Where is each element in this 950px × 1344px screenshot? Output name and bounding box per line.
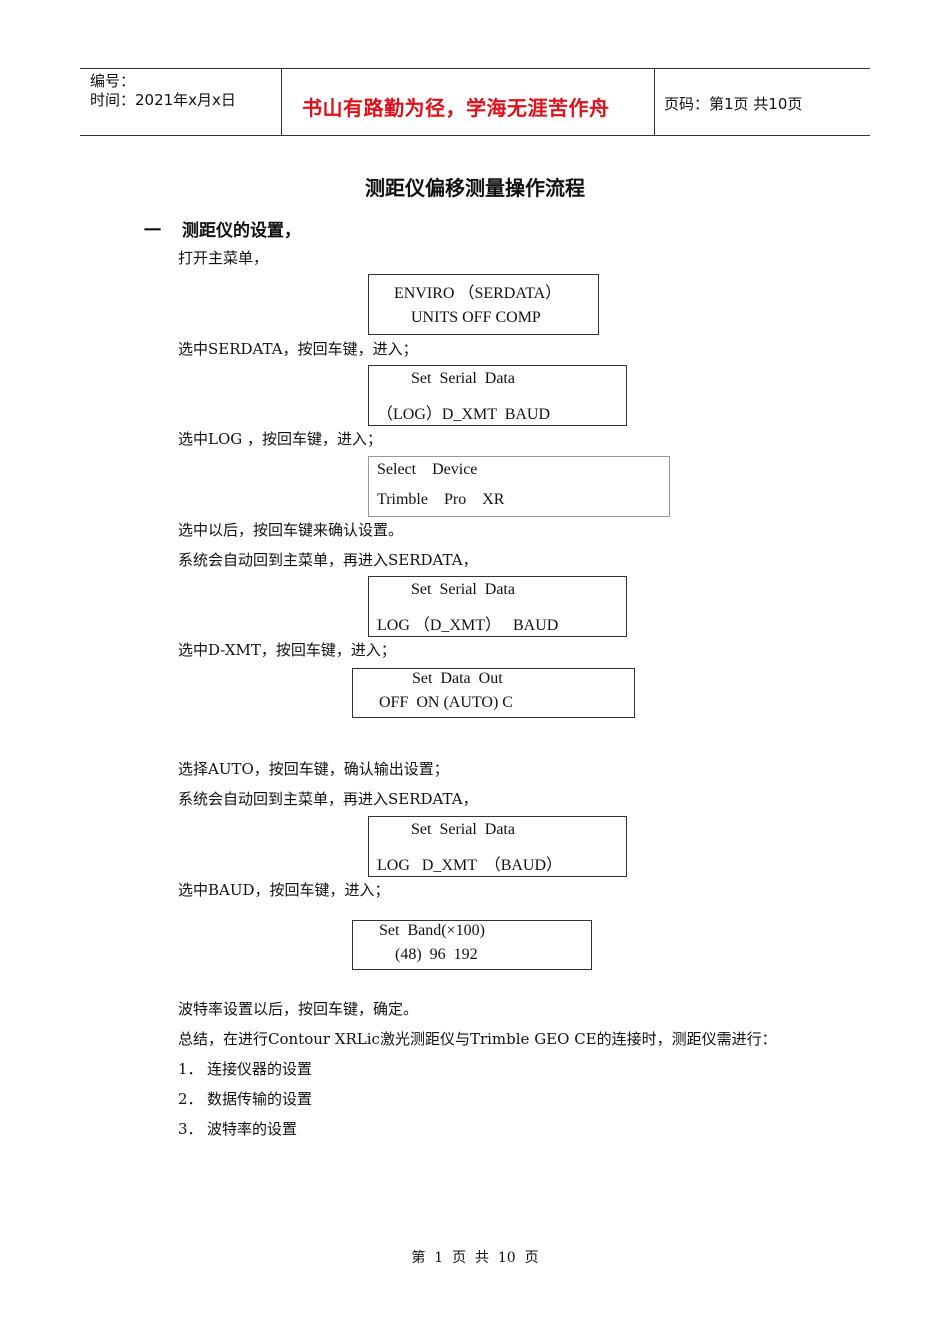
list-item: 波特率的设置	[207, 1120, 298, 1138]
header-top-rule	[80, 68, 870, 69]
display-line: Trimble Pro XR	[377, 491, 505, 508]
header-number-label: 编号：	[90, 72, 136, 90]
display-line: LOG D_XMT （BAUD）	[377, 857, 563, 874]
page-title: 测距仪偏移测量操作流程	[365, 176, 585, 200]
display-box-serial-data-baud: Set Serial Data LOG D_XMT （BAUD）	[368, 816, 627, 877]
list-item: 数据传输的设置	[207, 1090, 313, 1108]
section-heading: 测距仪的设置，	[182, 221, 301, 241]
display-line: Set Data Out	[412, 670, 503, 687]
header-page-label: 页码：第1页 共10页	[664, 95, 803, 113]
header-motto: 书山有路勤为径，学海无涯苦作舟	[302, 96, 610, 120]
display-line: Set Band(×100)	[379, 922, 485, 939]
display-line: LOG （D_XMT） BAUD	[377, 617, 559, 634]
paragraph: 选中以后，按回车键来确认设置。	[178, 521, 404, 539]
display-box-serial-data-log: Set Serial Data （LOG）D_XMT BAUD	[368, 365, 627, 426]
list-item: 连接仪器的设置	[207, 1060, 313, 1078]
paragraph: 打开主菜单，	[178, 249, 269, 267]
display-box-serial-data-dxmt: Set Serial Data LOG （D_XMT） BAUD	[368, 576, 627, 637]
page-footer: 第 1 页 共 10 页	[411, 1250, 539, 1266]
paragraph: 选中SERDATA，按回车键，进入；	[178, 340, 418, 358]
paragraph: 选择AUTO，按回车键，确认输出设置；	[178, 760, 449, 778]
header-bottom-rule	[80, 135, 870, 136]
list-item-number: 1．	[178, 1060, 203, 1078]
display-line: Select Device	[377, 461, 478, 478]
paragraph: 选中LOG ，按回车键，进入；	[178, 430, 383, 448]
header-time-label: 时间：2021年x月x日	[90, 91, 236, 109]
display-line: ENVIRO （SERDATA）	[394, 285, 562, 302]
display-line: （LOG）D_XMT BAUD	[377, 406, 551, 423]
list-item-number: 3．	[178, 1120, 203, 1138]
display-line: UNITS OFF COMP	[411, 309, 541, 326]
list-item-number: 2．	[178, 1090, 203, 1108]
display-line: Set Serial Data	[411, 581, 515, 598]
display-line: (48) 96 192	[395, 946, 478, 963]
header-divider-right	[654, 68, 655, 136]
paragraph: 选中D-XMT，按回车键，进入；	[178, 641, 396, 659]
display-box-select-device: Select Device Trimble Pro XR	[368, 456, 670, 517]
display-box-data-out: Set Data Out OFF ON (AUTO) C	[352, 668, 635, 718]
display-line: OFF ON (AUTO) C	[379, 694, 513, 711]
display-line: Set Serial Data	[411, 821, 515, 838]
paragraph: 系统会自动回到主菜单，再进入SERDATA，	[178, 790, 478, 808]
display-box-enviro: ENVIRO （SERDATA） UNITS OFF COMP	[368, 274, 599, 335]
display-box-baud-rate: Set Band(×100) (48) 96 192	[352, 920, 592, 970]
paragraph: 总结，在进行Contour XRLic激光测距仪与Trimble GEO CE的…	[178, 1030, 777, 1048]
paragraph: 选中BAUD，按回车键，进入；	[178, 881, 390, 899]
paragraph: 波特率设置以后，按回车键，确定。	[178, 1000, 419, 1018]
paragraph: 系统会自动回到主菜单，再进入SERDATA，	[178, 551, 478, 569]
display-line: Set Serial Data	[411, 370, 515, 387]
section-marker: 一	[144, 221, 161, 241]
header-divider-left	[281, 68, 282, 136]
